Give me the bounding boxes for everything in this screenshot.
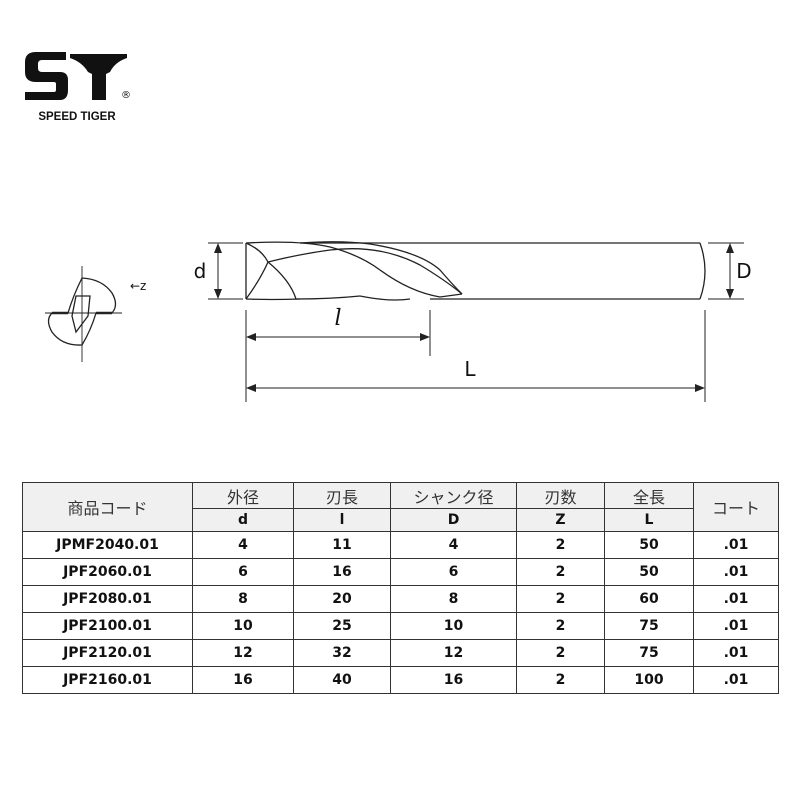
table-header-row: 商品コード 外径 刃長 シャンク径 刃数 全長 コート [22, 482, 779, 532]
header-outer-diameter: 外径 [192, 482, 294, 509]
cell-coat: .01 [693, 639, 779, 667]
label-z: ←z [130, 279, 146, 293]
cell-L: 75 [604, 612, 694, 640]
header-product-code: 商品コード [22, 482, 193, 532]
cell-D: 16 [390, 666, 517, 694]
shank-end [699, 242, 706, 300]
flute-line [267, 261, 361, 300]
cell-Z: 2 [516, 612, 605, 640]
spec-table: 商品コード 外径 刃長 シャンク径 刃数 全長 コート d l D Z L JP… [22, 482, 779, 694]
cell-l: 32 [293, 639, 391, 667]
cell-l: 11 [293, 531, 391, 559]
flute-line [359, 295, 411, 301]
tool-tip-profile [245, 242, 269, 300]
arrowhead [420, 333, 430, 341]
table-row: JPF2080.01 8 20 8 2 60 .01 [22, 585, 779, 613]
label-d: d [194, 259, 207, 283]
flute-line [267, 248, 463, 295]
cell-D: 6 [390, 558, 517, 586]
flute-line [245, 241, 463, 298]
arrowhead [214, 243, 222, 253]
table-row: JPF2060.01 6 16 6 2 50 .01 [22, 558, 779, 586]
header-shank-diameter: シャンク径 [390, 482, 517, 509]
tool-side-view [245, 241, 706, 301]
label-l: l [334, 306, 341, 331]
cell-L: 50 [604, 531, 694, 559]
header-symbol: L [604, 508, 694, 532]
cell-d: 12 [192, 639, 294, 667]
cell-l: 40 [293, 666, 391, 694]
cell-d: 10 [192, 612, 294, 640]
cell-Z: 2 [516, 639, 605, 667]
table-row: JPF2100.01 10 25 10 2 75 .01 [22, 612, 779, 640]
logo-s-mark [25, 52, 68, 100]
tool-end-view [45, 266, 122, 362]
brand-name: SPEED TIGER [38, 111, 116, 123]
cell-code: JPF2060.01 [22, 558, 193, 586]
cell-d: 8 [192, 585, 294, 613]
cell-code: JPF2160.01 [22, 666, 193, 694]
header-coat: コート [693, 482, 779, 532]
label-L: L [464, 357, 476, 381]
cell-coat: .01 [693, 612, 779, 640]
cell-coat: .01 [693, 666, 779, 694]
cell-d: 4 [192, 531, 294, 559]
cell-l: 20 [293, 585, 391, 613]
cell-Z: 2 [516, 666, 605, 694]
end-mill-drawing: d D l L ←z [45, 241, 752, 402]
cell-l: 16 [293, 558, 391, 586]
cell-L: 60 [604, 585, 694, 613]
cell-L: 75 [604, 639, 694, 667]
cell-L: 100 [604, 666, 694, 694]
logo-t-mark [70, 54, 127, 100]
dimension-D [708, 242, 744, 300]
flute-line [245, 298, 301, 301]
table-row: JPF2160.01 16 40 16 2 100 .01 [22, 666, 779, 694]
cell-D: 4 [390, 531, 517, 559]
cell-Z: 2 [516, 531, 605, 559]
cell-code: JPF2080.01 [22, 585, 193, 613]
cell-D: 12 [390, 639, 517, 667]
registered-mark: ® [121, 90, 131, 101]
cell-coat: .01 [693, 585, 779, 613]
arrowhead [246, 384, 256, 392]
speed-tiger-logo: ® SPEED TIGER [25, 52, 131, 123]
header-symbol: d [192, 508, 294, 532]
cell-D: 8 [390, 585, 517, 613]
arrowhead [214, 289, 222, 299]
cell-l: 25 [293, 612, 391, 640]
arrowhead [695, 384, 705, 392]
arrowhead [726, 289, 734, 299]
cell-Z: 2 [516, 585, 605, 613]
header-flute-length: 刃長 [293, 482, 391, 509]
header-symbol: Z [516, 508, 605, 532]
cell-d: 6 [192, 558, 294, 586]
cell-L: 50 [604, 558, 694, 586]
header-symbol: l [293, 508, 391, 532]
cell-coat: .01 [693, 531, 779, 559]
end-view-flute [71, 295, 91, 334]
cell-code: JPMF2040.01 [22, 531, 193, 559]
cell-D: 10 [390, 612, 517, 640]
cell-code: JPF2100.01 [22, 612, 193, 640]
cell-d: 16 [192, 666, 294, 694]
header-total-length: 全長 [604, 482, 694, 509]
table-header-symbol-row: d l D Z L [23, 508, 779, 532]
header-flute-count: 刃数 [516, 482, 605, 509]
cell-Z: 2 [516, 558, 605, 586]
table-row: JPF2120.01 12 32 12 2 75 .01 [22, 639, 779, 667]
dimension-d [208, 242, 243, 300]
flute-line [299, 241, 463, 295]
header-symbol: D [390, 508, 517, 532]
cell-coat: .01 [693, 558, 779, 586]
arrowhead [726, 243, 734, 253]
table-row: JPMF2040.01 4 11 4 2 50 .01 [22, 531, 779, 559]
cell-code: JPF2120.01 [22, 639, 193, 667]
arrowhead [246, 333, 256, 341]
label-D: D [736, 259, 751, 283]
